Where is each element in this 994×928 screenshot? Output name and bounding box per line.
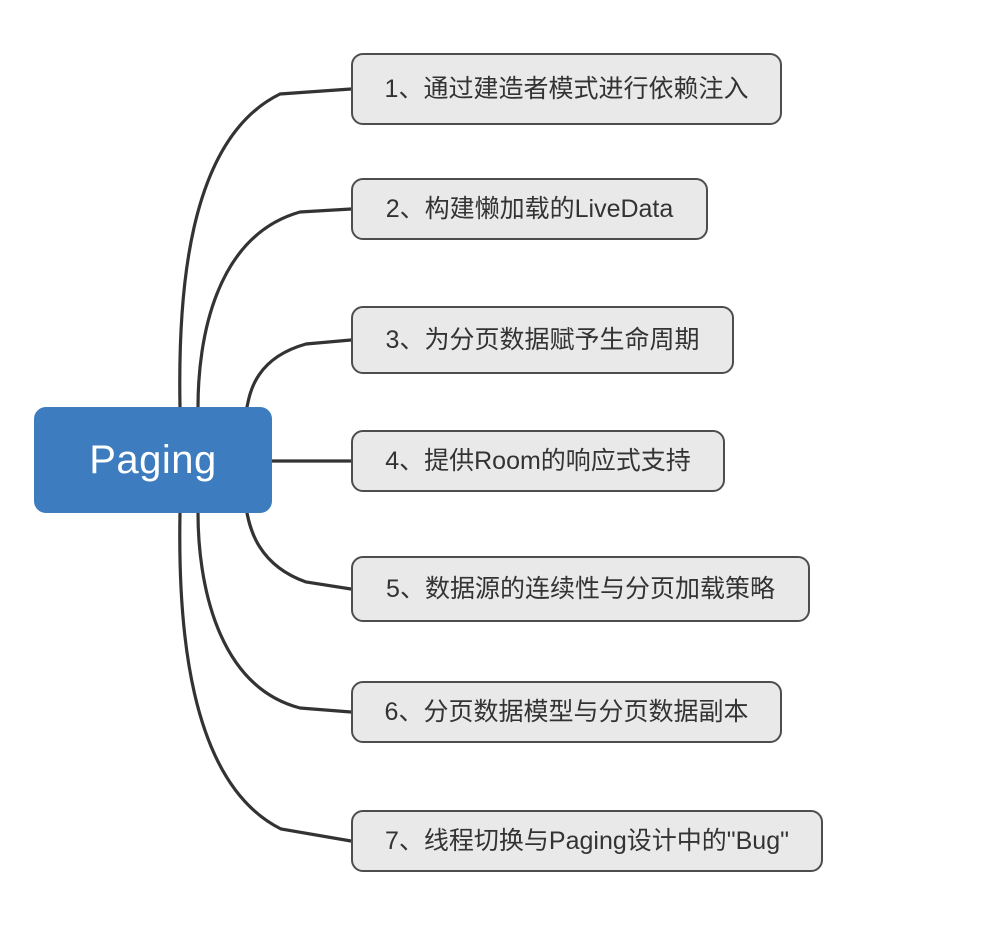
branch-node-3[interactable]: 3、为分页数据赋予生命周期 (351, 306, 734, 374)
edge-root-to-2 (196, 207, 353, 409)
edge-root-to-1 (178, 87, 353, 409)
branch-node-6-label: 6、分页数据模型与分页数据副本 (384, 697, 749, 726)
branch-node-3-label: 3、为分页数据赋予生命周期 (385, 325, 700, 354)
branch-node-7-label: 7、线程切换与Paging设计中的"Bug" (385, 826, 789, 855)
branch-node-6[interactable]: 6、分页数据模型与分页数据副本 (351, 681, 782, 743)
branch-node-1-label: 1、通过建造者模式进行依赖注入 (384, 74, 749, 103)
branch-node-1[interactable]: 1、通过建造者模式进行依赖注入 (351, 53, 782, 125)
edge-root-to-7 (178, 511, 353, 843)
branch-node-2[interactable]: 2、构建懒加载的LiveData (351, 178, 708, 240)
branch-node-4-label: 4、提供Room的响应式支持 (385, 446, 691, 475)
branch-node-5[interactable]: 5、数据源的连续性与分页加载策略 (351, 556, 810, 622)
branch-node-4[interactable]: 4、提供Room的响应式支持 (351, 430, 725, 492)
branch-node-2-label: 2、构建懒加载的LiveData (385, 194, 674, 223)
branch-node-5-label: 5、数据源的连续性与分页加载策略 (386, 574, 775, 603)
root-node-label: Paging (89, 437, 217, 482)
edge-root-to-6 (196, 511, 353, 714)
edge-root-to-3 (245, 338, 353, 409)
root-node-paging[interactable]: Paging (34, 407, 272, 513)
edge-root-to-5 (245, 511, 353, 591)
branch-node-7[interactable]: 7、线程切换与Paging设计中的"Bug" (351, 810, 823, 872)
